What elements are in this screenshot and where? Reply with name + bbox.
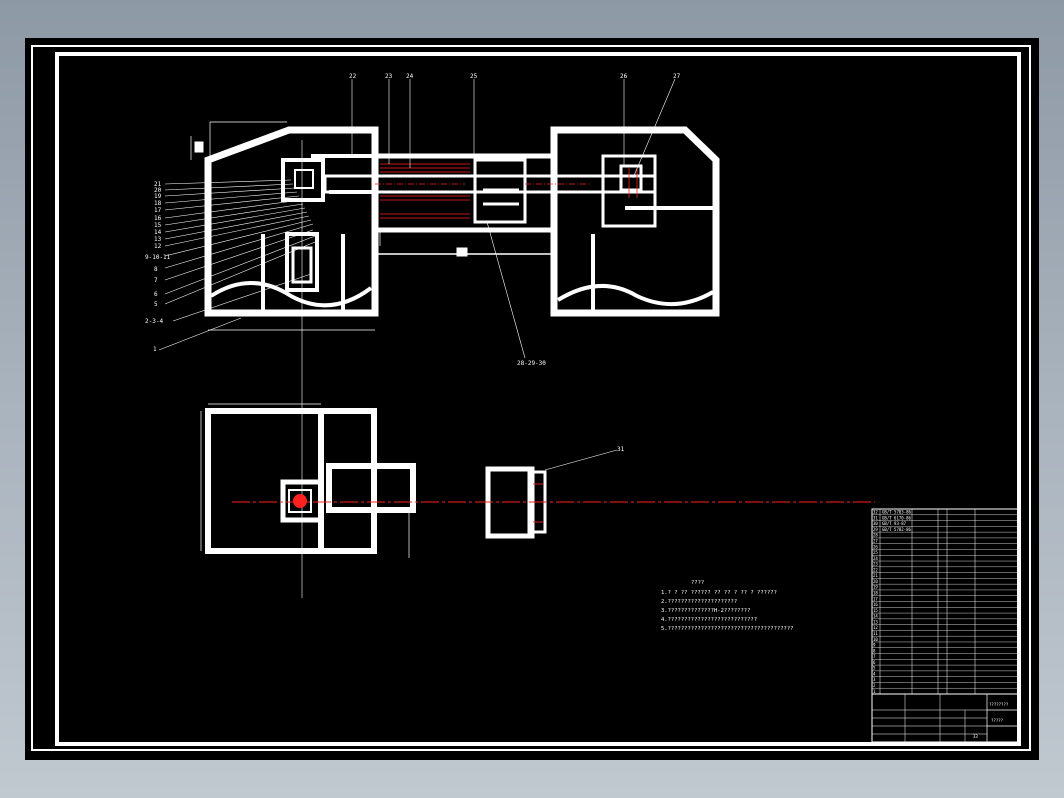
parts-row-number: 4 <box>873 671 876 676</box>
inner-border <box>55 52 1021 746</box>
parts-row-number: 17 <box>873 596 878 601</box>
title-block <box>871 508 1019 743</box>
callout-12: 12 <box>154 243 162 250</box>
parts-row-number: 29 <box>873 527 878 532</box>
parts-row-number: 14 <box>873 614 878 619</box>
parts-row-number: 6 <box>873 660 876 665</box>
callout-8: 8 <box>154 266 158 273</box>
callout-2-3-4: 2-3-4 <box>145 318 163 325</box>
parts-row-number: 28 <box>873 533 878 538</box>
cad-viewport[interactable]: 22 23 24 25 26 27 21 20 19 18 17 16 15 1… <box>25 38 1039 760</box>
parts-row-number: 32 <box>873 510 878 515</box>
parts-row-number: 15 <box>873 608 878 613</box>
callout-14: 14 <box>154 229 162 236</box>
title-cell: ???????? <box>989 702 1009 707</box>
callout-28-29-30: 28-29-30 <box>517 360 546 367</box>
parts-row-number: 19 <box>873 585 878 590</box>
parts-row-number: 27 <box>873 538 878 543</box>
callout-23: 23 <box>385 73 393 80</box>
parts-row-number: 26 <box>873 544 878 549</box>
parts-row-number: 8 <box>873 648 876 653</box>
callout-27: 27 <box>673 73 681 80</box>
parts-row-number: 10 <box>873 637 878 642</box>
parts-row-number: 9 <box>873 643 876 648</box>
parts-row-number: 13 <box>873 619 878 624</box>
callout-25: 25 <box>470 73 478 80</box>
parts-row-label: GB/T 6170-86 <box>882 515 911 520</box>
top-leaders <box>351 78 676 471</box>
callout-18: 18 <box>154 200 162 207</box>
callout-15: 15 <box>154 222 162 229</box>
parts-row-label: GB/T 93-87 <box>882 521 907 526</box>
subtitle-cell: ????? <box>991 718 1004 723</box>
parts-row-number: 31 <box>873 515 878 520</box>
parts-row-number: 11 <box>873 631 878 636</box>
callout-24: 24 <box>406 73 414 80</box>
callout-20: 20 <box>154 187 162 194</box>
parts-row-number: 12 <box>873 625 878 630</box>
front-view-centerlines <box>375 163 638 219</box>
callout-22: 22 <box>349 73 357 80</box>
note-line-5: 5.?????????????????????????????????????? <box>661 626 793 632</box>
parts-row-number: 23 <box>873 562 878 567</box>
outer-border <box>31 45 1031 751</box>
front-view <box>190 121 720 331</box>
callout-6: 6 <box>154 291 158 298</box>
parts-row-number: 24 <box>873 556 878 561</box>
parts-row-number: 7 <box>873 654 876 659</box>
parts-row-number: 16 <box>873 602 878 607</box>
parts-row-number: 1 <box>873 689 876 694</box>
note-line-2: 2.????????????????????? <box>661 599 737 605</box>
parts-row-number: 2 <box>873 683 876 688</box>
parts-row-label: GB/T 5783-86 <box>882 510 911 515</box>
callout-1: 1 <box>153 346 157 353</box>
parts-row-number: 21 <box>873 573 878 578</box>
callout-16: 16 <box>154 215 162 222</box>
callouts-left: 21 20 19 18 17 16 15 14 13 12 9-10-11 8 … <box>145 181 171 353</box>
note-line-1: 1.? ? ?? ?????? ?? ?? ? ?? ? ?????? <box>661 590 777 596</box>
parts-row-label: GB/T 5782-86 <box>882 527 911 532</box>
top-view-centerline <box>232 483 875 523</box>
parts-row-number: 30 <box>873 521 878 526</box>
callout-19: 19 <box>154 193 162 200</box>
sheet-number: 33 <box>973 734 978 739</box>
parts-row-number: 25 <box>873 550 878 555</box>
callout-31: 31 <box>617 446 625 453</box>
notes-heading: ???? <box>691 580 704 586</box>
parts-row-number: 5 <box>873 666 876 671</box>
left-leaders <box>158 179 316 351</box>
parts-row-number: 22 <box>873 567 878 572</box>
callout-17: 17 <box>154 207 162 214</box>
callout-26: 26 <box>620 73 628 80</box>
technical-notes: ???? 1.? ? ?? ?????? ?? ?? ? ?? ? ??????… <box>661 580 793 632</box>
callout-13: 13 <box>154 236 162 243</box>
drawing-canvas[interactable]: 22 23 24 25 26 27 21 20 19 18 17 16 15 1… <box>25 38 1039 760</box>
note-line-3: 3.??????????????H-2???????? <box>661 608 750 614</box>
callout-5: 5 <box>154 301 158 308</box>
note-line-4: 4.??????????????????????????? <box>661 617 757 623</box>
callout-9-10-11: 9-10-11 <box>145 254 171 261</box>
callout-7: 7 <box>154 277 158 284</box>
callout-21: 21 <box>154 181 162 188</box>
top-view <box>200 403 547 558</box>
parts-row-number: 20 <box>873 579 878 584</box>
parts-row-number: 18 <box>873 591 878 596</box>
parts-row-number: 3 <box>873 677 876 682</box>
callouts-top: 22 23 24 25 26 27 <box>349 73 681 80</box>
